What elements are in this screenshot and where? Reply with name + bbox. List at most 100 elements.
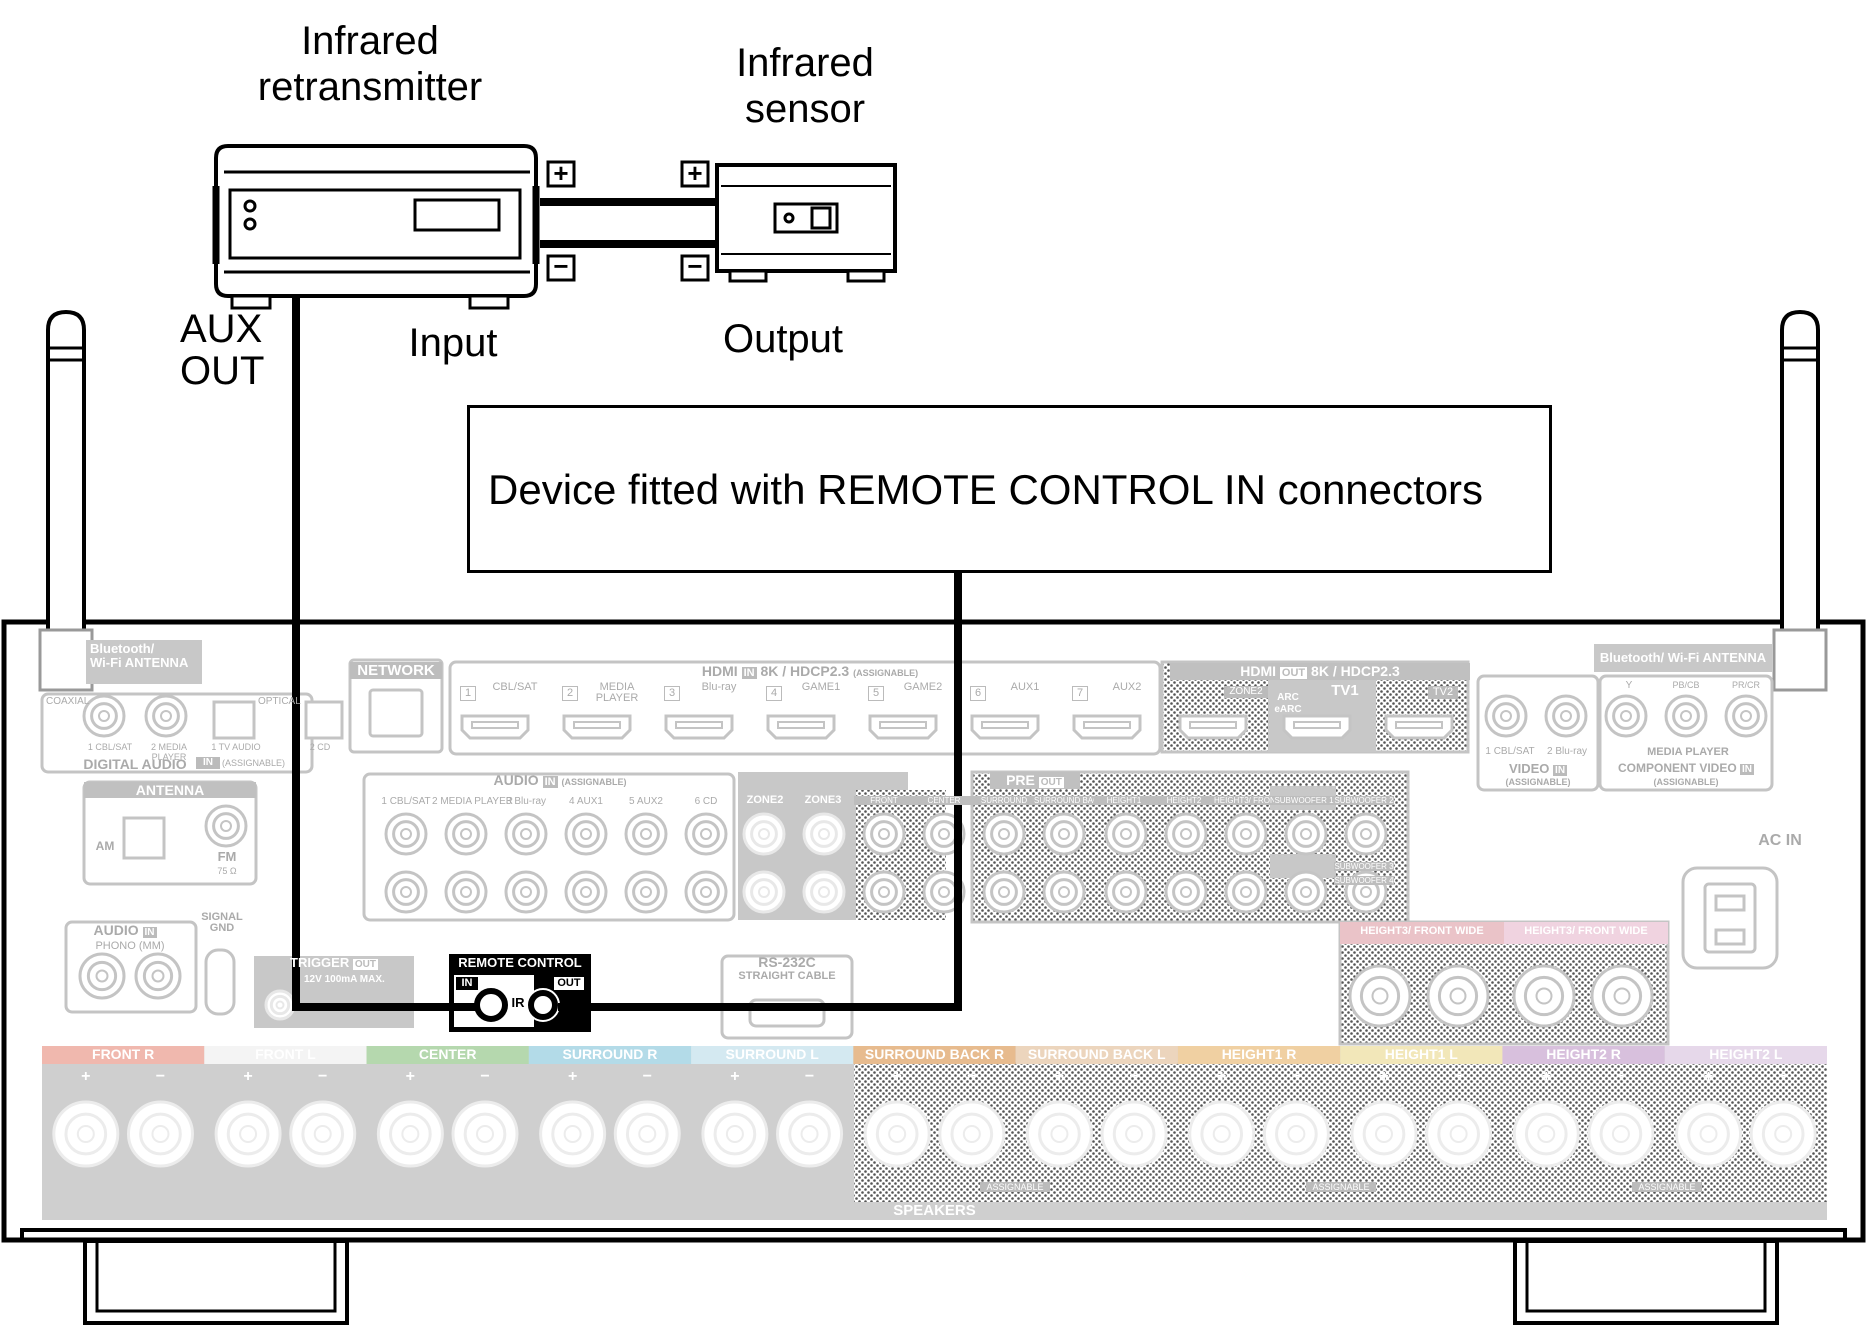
speaker-group-label-5: SURROUND L bbox=[725, 1046, 819, 1062]
ac-in-label: AC IN bbox=[1758, 832, 1802, 849]
speaker-header-bar-7 bbox=[1015, 1046, 1178, 1064]
pre-out-channel-2: CENTER bbox=[914, 796, 974, 806]
plus-sign-sensor: + bbox=[687, 158, 703, 188]
speaker-post-minus-2 bbox=[289, 1100, 357, 1168]
speaker-header-bar-2 bbox=[204, 1046, 367, 1064]
trigger-out-badge: OUT bbox=[352, 959, 378, 970]
retransmitter-label-line2: retransmitter bbox=[257, 65, 483, 109]
zone3-label: ZONE3 bbox=[804, 794, 842, 806]
speaker-minus-6: − bbox=[967, 1068, 977, 1085]
infrared-sensor bbox=[715, 163, 897, 283]
rear-panel bbox=[40, 640, 1827, 1220]
trigger-spec: 12V 100mA MAX. bbox=[304, 974, 385, 985]
speaker-plus-6: + bbox=[892, 1068, 902, 1085]
speaker-post-plus-9 bbox=[1350, 1100, 1418, 1168]
digital-audio-title: DIGITAL AUDIO bbox=[83, 756, 187, 772]
bt-antenna-left-label: Bluetooth/ Wi-Fi ANTENNA bbox=[90, 641, 200, 671]
pre-out-channel-5: HEIGHT1 bbox=[1094, 796, 1154, 806]
speaker-header-bar-6 bbox=[853, 1046, 1016, 1064]
component-title: COMPONENT VIDEO IN bbox=[1600, 761, 1772, 776]
hdmi-in-port-name-3: Blu-ray bbox=[701, 681, 737, 693]
audio-in-title: AUDIO IN (ASSIGNABLE) bbox=[440, 772, 680, 789]
speaker-minus-1: − bbox=[155, 1068, 166, 1085]
zone-jack-b-1 bbox=[742, 870, 786, 914]
retransmitter-label: Infrared retransmitter bbox=[230, 18, 510, 110]
pre-out-channel-10: SUBWOOFER 3 bbox=[1334, 862, 1394, 872]
video-jack-2 bbox=[1544, 694, 1588, 738]
pre-out-jack-top-9 bbox=[1344, 812, 1388, 856]
bt-antenna-left-line2: Wi-Fi ANTENNA bbox=[90, 655, 189, 671]
speaker-minus-7: − bbox=[1129, 1068, 1139, 1085]
pre-out-channel-1: FRONT bbox=[854, 796, 914, 806]
infrared-retransmitter bbox=[212, 144, 540, 310]
height3-post-3 bbox=[1512, 964, 1576, 1028]
pre-out-jack-top-3 bbox=[982, 812, 1026, 856]
cables bbox=[292, 198, 962, 1011]
audio-in-input-1: 1 CBL/SAT bbox=[381, 796, 431, 807]
pre-out-jack-bottom-7 bbox=[1224, 870, 1268, 914]
pre-out-jack-top-4 bbox=[1042, 812, 1086, 856]
speaker-group-label-10: HEIGHT2 R bbox=[1546, 1046, 1621, 1062]
speaker-plus-4: + bbox=[567, 1068, 578, 1085]
am-label: AM bbox=[95, 839, 115, 853]
zone-jack-a-1 bbox=[742, 812, 786, 856]
speaker-post-plus-7 bbox=[1025, 1100, 1093, 1168]
network-label: NETWORK bbox=[350, 662, 442, 680]
speaker-post-plus-4 bbox=[539, 1100, 607, 1168]
sensor-label-line1: Infrared bbox=[736, 41, 874, 85]
hdmi-in-assignable: (ASSIGNABLE) bbox=[853, 668, 919, 678]
hdmi-in-port-name-6: AUX1 bbox=[1010, 681, 1040, 693]
output-label: Output bbox=[722, 317, 844, 361]
audio-in-input-3: 3 Blu-ray bbox=[505, 796, 546, 807]
hdmi-out-zone2: ZONE2 bbox=[1224, 686, 1268, 698]
video-title: VIDEO IN bbox=[1480, 761, 1596, 777]
speaker-group-label-6: SURROUND BACK R bbox=[864, 1046, 1005, 1062]
hdmi-in-port-name-7: AUX2 bbox=[1112, 681, 1142, 693]
hdmi-in-port-name-2: MEDIA PLAYER bbox=[595, 681, 639, 704]
coaxial-jack-1 bbox=[82, 694, 126, 738]
audio-in-jack-l-2 bbox=[444, 812, 488, 856]
pre-out-channel-4: SURROUND BACK bbox=[1034, 796, 1094, 806]
remote-control-title: REMOTE CONTROL bbox=[458, 955, 582, 970]
audio-in-jack-r-6 bbox=[684, 870, 728, 914]
audio-in-jack-r-5 bbox=[624, 870, 668, 914]
hdmi-in-port-number-4: 4 bbox=[766, 686, 782, 701]
pre-out-jack-bottom-3 bbox=[982, 870, 1026, 914]
zone-jack-a-2 bbox=[802, 812, 846, 856]
height3-label-r: HEIGHT3/ FRONT WIDE bbox=[1360, 925, 1484, 937]
hdmi-out-spec: 8K / HDCP2.3 bbox=[1311, 663, 1400, 679]
speaker-post-plus-1 bbox=[52, 1100, 120, 1168]
audio-in-jack-r-1 bbox=[384, 870, 428, 914]
audio-in-word: AUDIO bbox=[493, 772, 539, 788]
minus-sign-retransmitter: − bbox=[553, 251, 569, 281]
audio-in-jack-l-5 bbox=[624, 812, 668, 856]
hdmi-out-tv1: TV1 bbox=[1331, 682, 1359, 699]
component-in-badge: IN bbox=[1740, 764, 1755, 775]
audio-in-input-6: 6 CD bbox=[694, 796, 718, 807]
speaker-header-bar-11 bbox=[1664, 1046, 1827, 1064]
hdmi-in-port-6 bbox=[970, 714, 1040, 740]
retransmitter-label-line1: Infrared bbox=[301, 19, 439, 63]
speaker-group-label-4: SURROUND R bbox=[562, 1046, 658, 1062]
fm-label: FM bbox=[217, 849, 237, 864]
speaker-post-minus-5 bbox=[776, 1100, 844, 1168]
speaker-post-minus-9 bbox=[1425, 1100, 1493, 1168]
plus-sign-retransmitter: + bbox=[553, 158, 569, 188]
trigger-word: TRIGGER bbox=[290, 955, 350, 970]
remote-control-connector bbox=[449, 954, 591, 1032]
pre-out-jack-top-7 bbox=[1224, 812, 1268, 856]
audio-in-jack-l-3 bbox=[504, 812, 548, 856]
speaker-post-minus-3 bbox=[451, 1100, 519, 1168]
speaker-minus-10: − bbox=[1616, 1068, 1626, 1085]
speaker-minus-4: − bbox=[642, 1068, 652, 1085]
speaker-header-bar-1 bbox=[42, 1046, 205, 1064]
speaker-plus-11: + bbox=[1703, 1068, 1714, 1085]
speaker-post-minus-10 bbox=[1587, 1100, 1655, 1168]
speaker-post-minus-7 bbox=[1100, 1100, 1168, 1168]
pre-out-jack-bottom-6 bbox=[1164, 870, 1208, 914]
hdmi-in-port-number-7: 7 bbox=[1072, 686, 1088, 701]
speaker-post-plus-3 bbox=[376, 1100, 444, 1168]
speaker-header-bar-4 bbox=[528, 1046, 692, 1064]
